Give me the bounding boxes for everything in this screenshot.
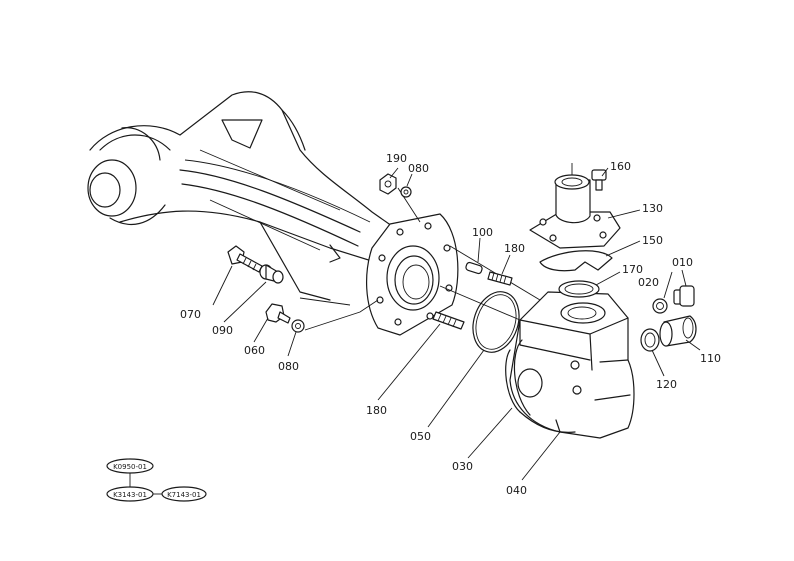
label-010: 010 [672, 256, 693, 269]
label-150: 150 [642, 234, 663, 247]
label-160: 160 [610, 160, 631, 173]
label-070: 070 [180, 308, 201, 321]
kingpin-cover-130 [529, 163, 621, 249]
stud-180-lower [432, 311, 465, 330]
stud-180-upper [487, 271, 513, 286]
label-180-upper: 180 [504, 242, 525, 255]
part-labels: 190 080 160 130 100 180 150 170 010 020 … [180, 152, 721, 497]
label-170: 170 [622, 263, 643, 276]
pin-100 [465, 261, 483, 275]
plug-010 [673, 285, 695, 307]
ref-tag-1-text: K0950-01 [113, 463, 147, 471]
label-180-lower: 180 [366, 404, 387, 417]
label-080-upper: 080 [408, 162, 429, 175]
ref-tag-3-text: K7143-01 [167, 491, 201, 499]
washer-080-upper [400, 186, 412, 198]
label-120: 120 [656, 378, 677, 391]
spacer-090 [259, 264, 284, 284]
shim-150 [539, 250, 613, 272]
label-060: 060 [244, 344, 265, 357]
label-030: 030 [452, 460, 473, 473]
ring-170 [558, 280, 600, 298]
washer-080-lower [291, 319, 305, 333]
bolt-160 [591, 169, 607, 191]
housing-flange [299, 213, 459, 336]
label-100: 100 [472, 226, 493, 239]
label-090: 090 [212, 324, 233, 337]
plug-110 [659, 315, 697, 347]
bolt-060 [265, 303, 291, 324]
seal-120 [640, 328, 660, 352]
nut-190 [379, 173, 397, 195]
reference-tags: K0950-01 K3143-01 K7143-01 [106, 458, 207, 502]
label-080-lower: 080 [278, 360, 299, 373]
label-020: 020 [638, 276, 659, 289]
label-190: 190 [386, 152, 407, 165]
ref-tag-2-text: K3143-01 [113, 491, 147, 499]
label-110: 110 [700, 352, 721, 365]
label-130: 130 [642, 202, 663, 215]
knuckle-case [505, 291, 635, 439]
leader-lines [212, 167, 701, 481]
label-040: 040 [506, 484, 527, 497]
label-050: 050 [410, 430, 431, 443]
o-ring-050 [472, 291, 520, 353]
axle-housing [87, 91, 393, 301]
washer-020 [652, 298, 668, 314]
bolt-070 [227, 245, 263, 273]
ref-tag-3 [161, 486, 207, 502]
